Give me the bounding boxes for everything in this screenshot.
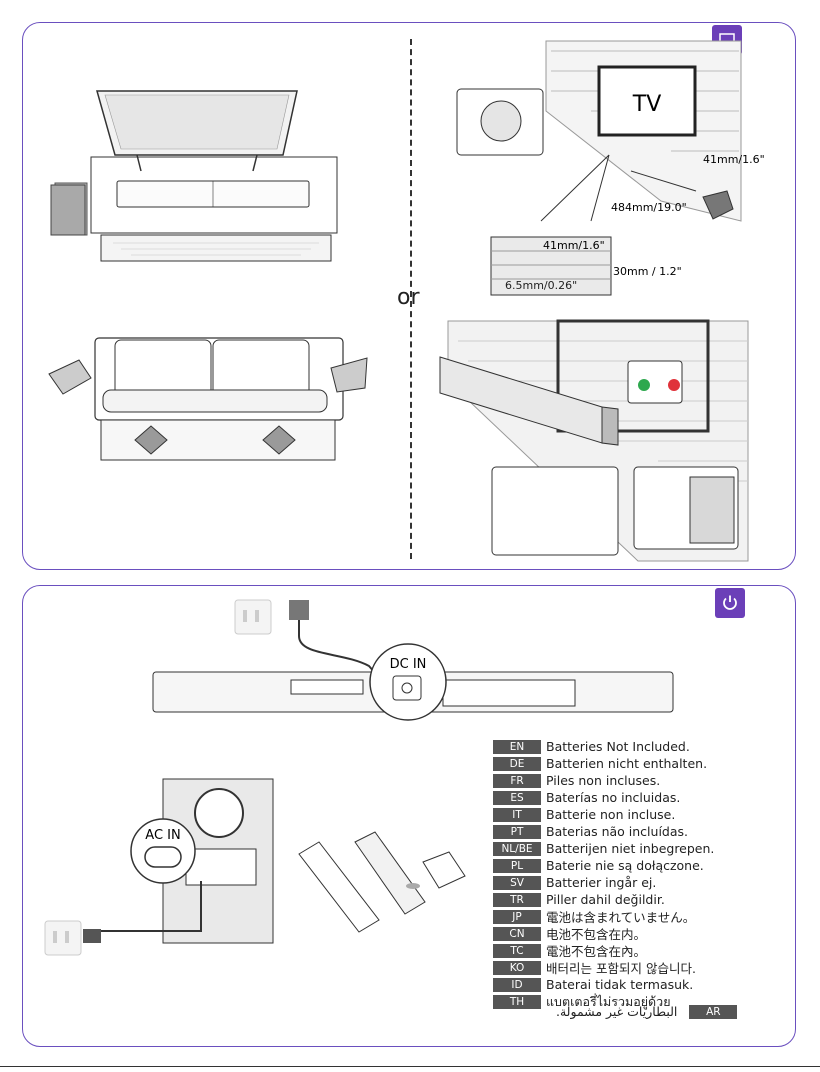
dim-30: 30mm / 1.2"	[613, 265, 682, 278]
tv-stand-illustration	[50, 90, 338, 262]
dim-41-inset: 41mm/1.6"	[543, 239, 605, 252]
arabic-row: البطاريات غير مشمولة. AR	[556, 1004, 742, 1019]
tv-label: TV	[632, 92, 662, 117]
dim-41-side: 41mm/1.6"	[703, 153, 765, 166]
dim-6-5: 6.5mm/0.26"	[505, 279, 578, 292]
page-bottom-rule	[0, 1066, 820, 1067]
ac-in-label: AC IN	[145, 828, 180, 843]
soundbar-wall-illustration	[439, 319, 749, 562]
or-label: or	[397, 285, 420, 310]
subwoofer-illustration: AC IN	[44, 778, 274, 956]
placement-panel: or TV 41mm/1.6"	[22, 22, 796, 570]
power-icon	[715, 588, 745, 618]
sofa-illustration	[48, 337, 368, 461]
dashed-divider	[410, 39, 412, 559]
wall-mount-diagram: TV 41mm/1.6" 484mm/19.0" 41mm/1.6" 30mm …	[456, 40, 765, 296]
dim-484: 484mm/19.0"	[611, 201, 687, 214]
remote-batteries-illustration	[298, 831, 466, 933]
soundbar-rear-illustration: DC IN	[152, 599, 674, 721]
dc-in-label: DC IN	[390, 657, 427, 672]
